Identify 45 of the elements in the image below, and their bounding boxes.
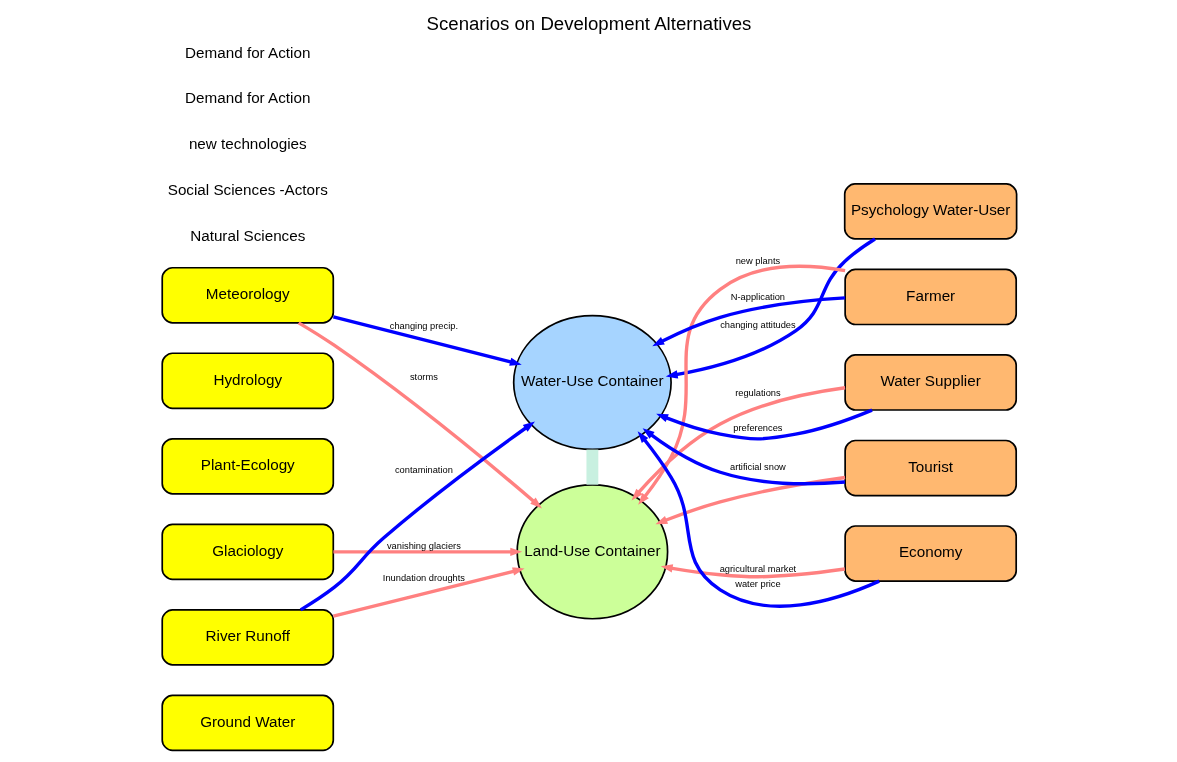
- node-box: Water Supplier: [843, 354, 1017, 411]
- node-box: River Runoff: [160, 609, 334, 666]
- diagram-title: Scenarios on Development Alternatives: [426, 12, 751, 34]
- arrow: [631, 386, 845, 501]
- connector: [585, 449, 598, 485]
- arrow: [332, 547, 522, 556]
- edge-label: contamination: [394, 464, 453, 475]
- edge-label: changing attitudes: [719, 320, 796, 331]
- node-box: Hydrology: [160, 352, 334, 410]
- edge-label: storms: [409, 371, 438, 382]
- node-box: Glaciology: [160, 523, 334, 581]
- arrow: [332, 567, 525, 618]
- arrow: [655, 408, 873, 441]
- node-box: Farmer: [843, 268, 1017, 326]
- arrow: [332, 315, 522, 366]
- label: Demand for Action: [184, 43, 310, 61]
- edge-label: agricultural market: [719, 564, 796, 574]
- label: Natural Sciences: [189, 226, 305, 244]
- edge-label: regulations: [734, 387, 781, 398]
- arrow: [654, 475, 845, 525]
- edge-label: N-application: [730, 292, 785, 303]
- node-box: Plant-Ecology: [160, 437, 334, 495]
- node-box: Meteorology: [160, 266, 334, 324]
- edge-label: changing precip.: [389, 320, 458, 331]
- node-box: Ground Water: [160, 694, 334, 752]
- arrow: [637, 264, 845, 505]
- node-box: Tourist: [843, 439, 1017, 497]
- edge-label: water price: [734, 579, 781, 590]
- arrow: [651, 296, 845, 347]
- label: Social Sciences -Actors: [167, 180, 328, 198]
- edge-label: artificial snow: [729, 461, 786, 472]
- edge-label: Inundation droughts: [382, 573, 465, 584]
- node-box: Psychology Water-User: [843, 183, 1017, 240]
- node-box: Economy: [843, 525, 1017, 582]
- edge-label: vanishing glaciers: [386, 541, 461, 552]
- edge-label: preferences: [732, 423, 782, 434]
- arrow: [660, 564, 845, 579]
- label: new technologies: [188, 135, 307, 153]
- arrow: [299, 421, 535, 612]
- arrow: [642, 428, 845, 486]
- arrow: [297, 321, 542, 509]
- label: Demand for Action: [184, 89, 310, 107]
- arrow: [637, 431, 880, 608]
- arrow: [665, 237, 876, 379]
- edge-label: new plants: [735, 255, 780, 266]
